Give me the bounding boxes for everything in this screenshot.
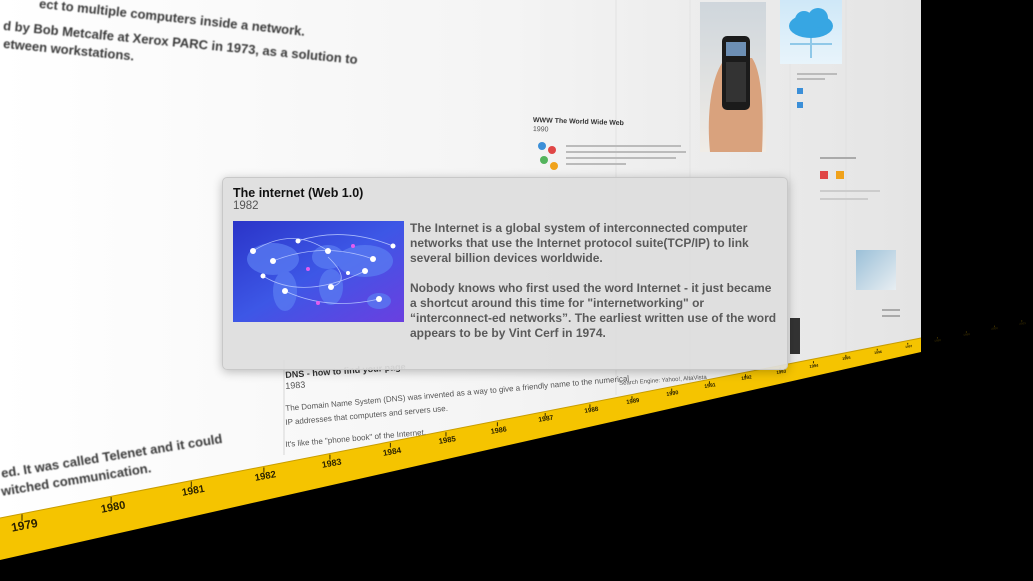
timeline-year-label-1994: 1994 <box>809 362 820 369</box>
right-dark-area <box>921 0 1033 581</box>
cloud-icon <box>789 8 833 58</box>
popup-paragraph-1: The Internet is a global system of inter… <box>410 221 749 265</box>
world-network-map-icon <box>233 221 404 322</box>
dns-card-year: 1983 <box>285 379 306 391</box>
blackberry-photo[interactable] <box>700 2 766 152</box>
timeline-axis-band <box>0 338 921 560</box>
popup-paragraph-2: Nobody knows who first used the word Int… <box>410 281 777 340</box>
timeline-year-label-1996: 1996 <box>873 349 882 355</box>
popup-title: The internet (Web 1.0) <box>233 186 364 200</box>
right-card-misc-1[interactable] <box>797 70 837 130</box>
www-card-icons <box>538 142 558 170</box>
event-detail-popup[interactable]: The internet (Web 1.0) 1982 The Internet… <box>222 177 788 370</box>
right-card-photo[interactable] <box>856 250 896 290</box>
popup-year: 1982 <box>233 200 259 212</box>
right-card-misc-2[interactable] <box>820 155 880 225</box>
right-card-misc-3 <box>882 305 900 335</box>
hand-phone-icon <box>708 36 763 152</box>
cloud-graphic[interactable] <box>780 0 842 64</box>
timeline-year-label-2001: 2001 <box>1018 321 1026 326</box>
www-card-year: 1990 <box>532 126 549 134</box>
popup-description: The Internet is a global system of inter… <box>233 221 779 356</box>
timeline-year-label-1998: 1998 <box>934 337 942 343</box>
timeline-year-label-1997: 1997 <box>904 343 913 349</box>
www-card-text-lines <box>566 145 686 165</box>
right-card-dark-image <box>790 318 800 354</box>
